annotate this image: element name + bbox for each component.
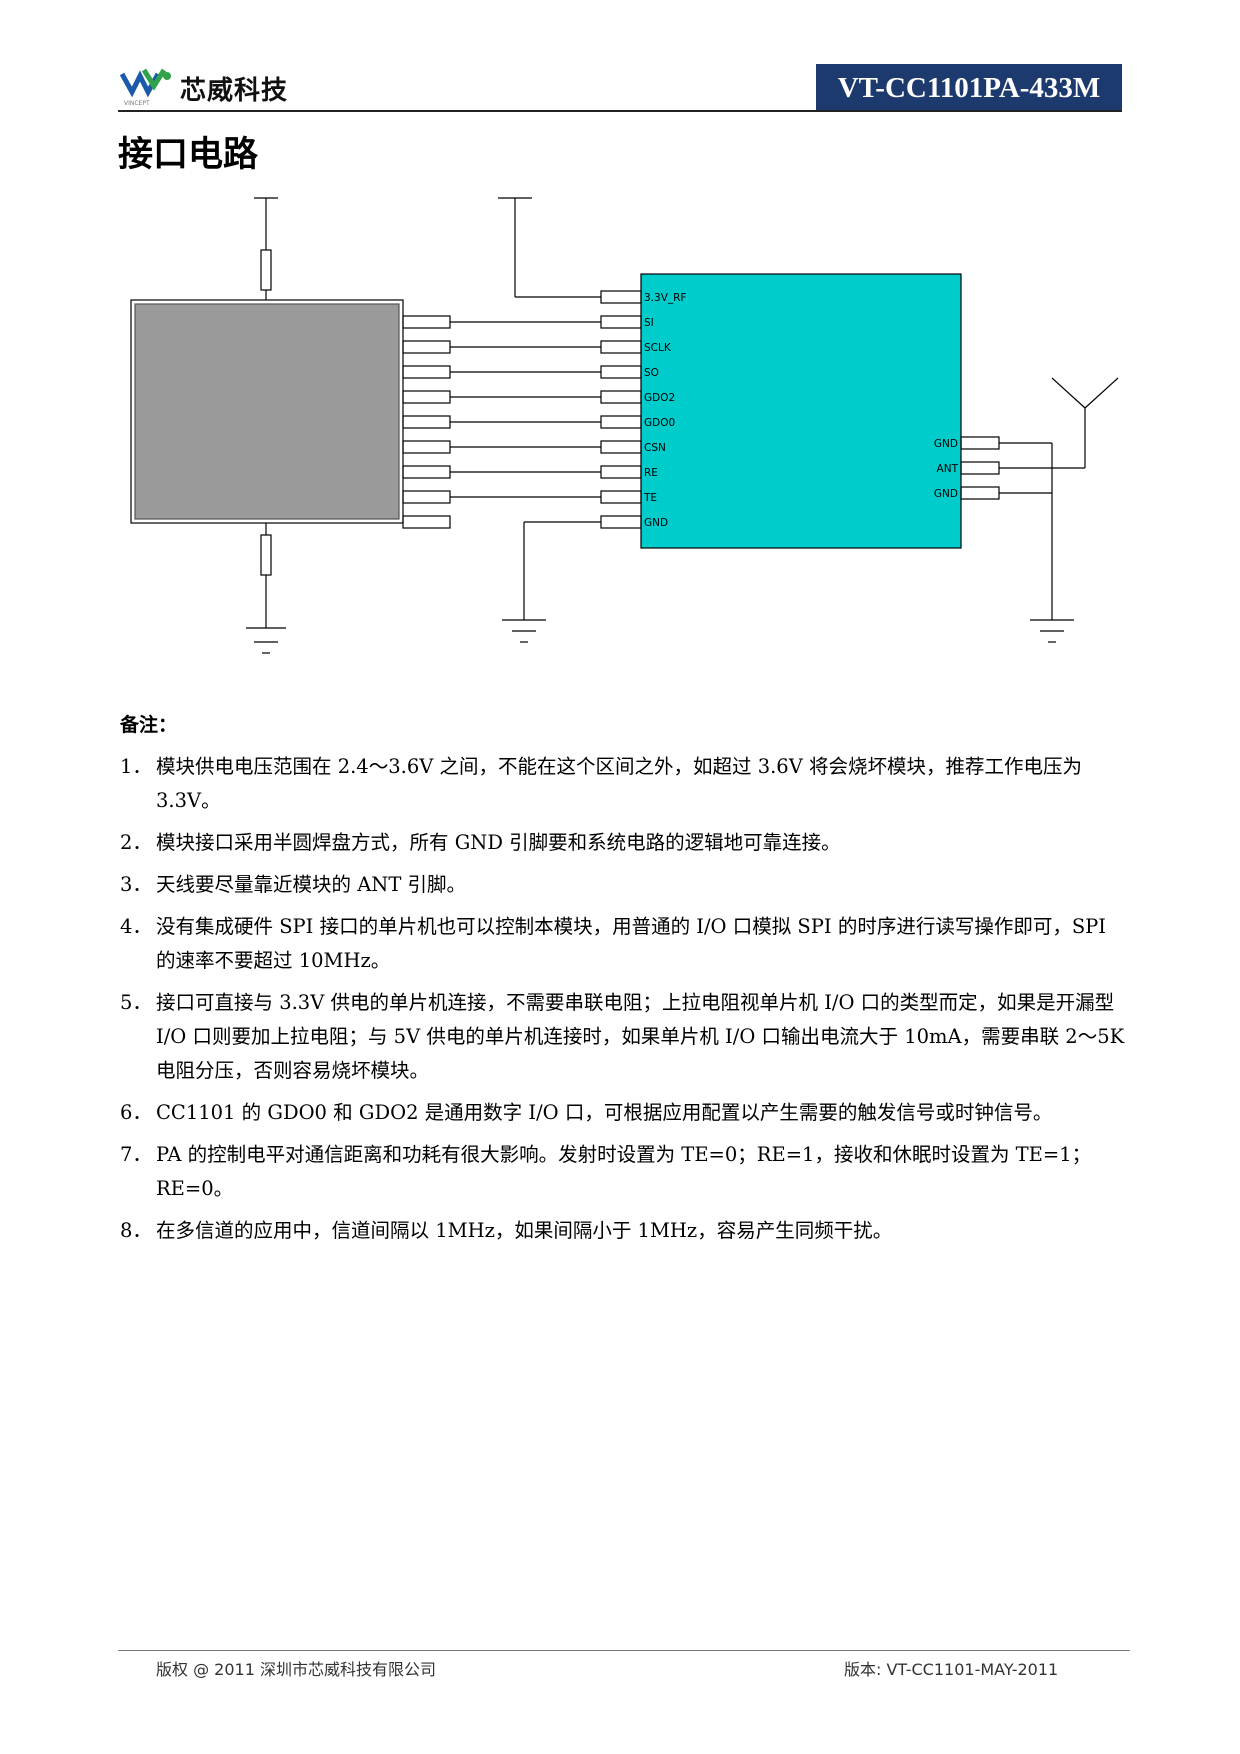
pin-label: RE (644, 467, 658, 479)
note-item: 3．天线要尽量靠近模块的 ANT 引脚。 (120, 873, 467, 896)
pin-label: GND (934, 438, 958, 450)
footer-copyright: 版权 @ 2011 深圳市芯威科技有限公司 (156, 1660, 436, 1679)
pin-label: SCLK (644, 342, 672, 354)
pin-label: SO (644, 367, 659, 379)
notes-list: 1．模块供电电压范围在 2.4～3.6V 之间，不能在这个区间之外，如超过 3.… (120, 750, 1130, 1256)
company-logo: 芯威科技 VINCEPT (119, 66, 300, 107)
note-item: 8．在多信道的应用中，信道间隔以 1MHz，如果间隔小于 1MHz，容易产生同频… (120, 1219, 893, 1242)
footer-version: 版本: VT-CC1101-MAY-2011 (844, 1660, 1059, 1679)
section-title: 接口电路 (118, 135, 259, 175)
note-item: 1．模块供电电压范围在 2.4～3.6V 之间，不能在这个区间之外，如超过 3.… (120, 755, 1082, 812)
pin-label: CSN (644, 442, 666, 454)
model-number-badge: VT-CC1101PA-433M (816, 64, 1122, 112)
note-item: 2．模块接口采用半圆焊盘方式，所有 GND 引脚要和系统电路的逻辑地可靠连接。 (120, 831, 841, 854)
footer-divider (118, 1650, 1130, 1651)
pin-label: GND (934, 488, 958, 500)
interface-circuit-diagram: 3.3V_RF SI SCLK SO GDO2 GDO0 CSN RE TE G… (130, 197, 1119, 654)
antenna-icon (1051, 377, 1086, 409)
header-divider (118, 110, 1122, 112)
pin-label: GDO0 (644, 417, 675, 429)
mcu-top-resistor (260, 249, 272, 291)
note-item: 6．CC1101 的 GDO0 和 GDO2 是通用数字 I/O 口，可根据应用… (120, 1101, 1053, 1124)
pin-label: GDO2 (644, 392, 675, 404)
mcu-bottom-resistor (260, 534, 272, 576)
note-item: 5．接口可直接与 3.3V 供电的单片机连接，不需要串联电阻；上拉电阻视单片机 … (120, 991, 1125, 1082)
pin-label: TE (643, 492, 657, 504)
pin-label: ANT (937, 463, 959, 475)
pin-label: GND (644, 517, 668, 529)
mcu-block (134, 303, 400, 520)
pin-label: SI (644, 317, 654, 329)
note-item: 7．PA 的控制电平对通信距离和功耗有很大影响。发射时设置为 TE=0；RE=1… (120, 1143, 1092, 1200)
logo-subtext: VINCEPT (124, 100, 150, 107)
rf-module (640, 273, 962, 549)
brand-name: 芯威科技 (180, 76, 289, 106)
pin-label: 3.3V_RF (644, 292, 686, 304)
logo-mark-icon (119, 68, 171, 98)
note-item: 4．没有集成硬件 SPI 接口的单片机也可以控制本模块，用普通的 I/O 口模拟… (120, 915, 1106, 972)
notes-title: 备注： (120, 714, 178, 736)
